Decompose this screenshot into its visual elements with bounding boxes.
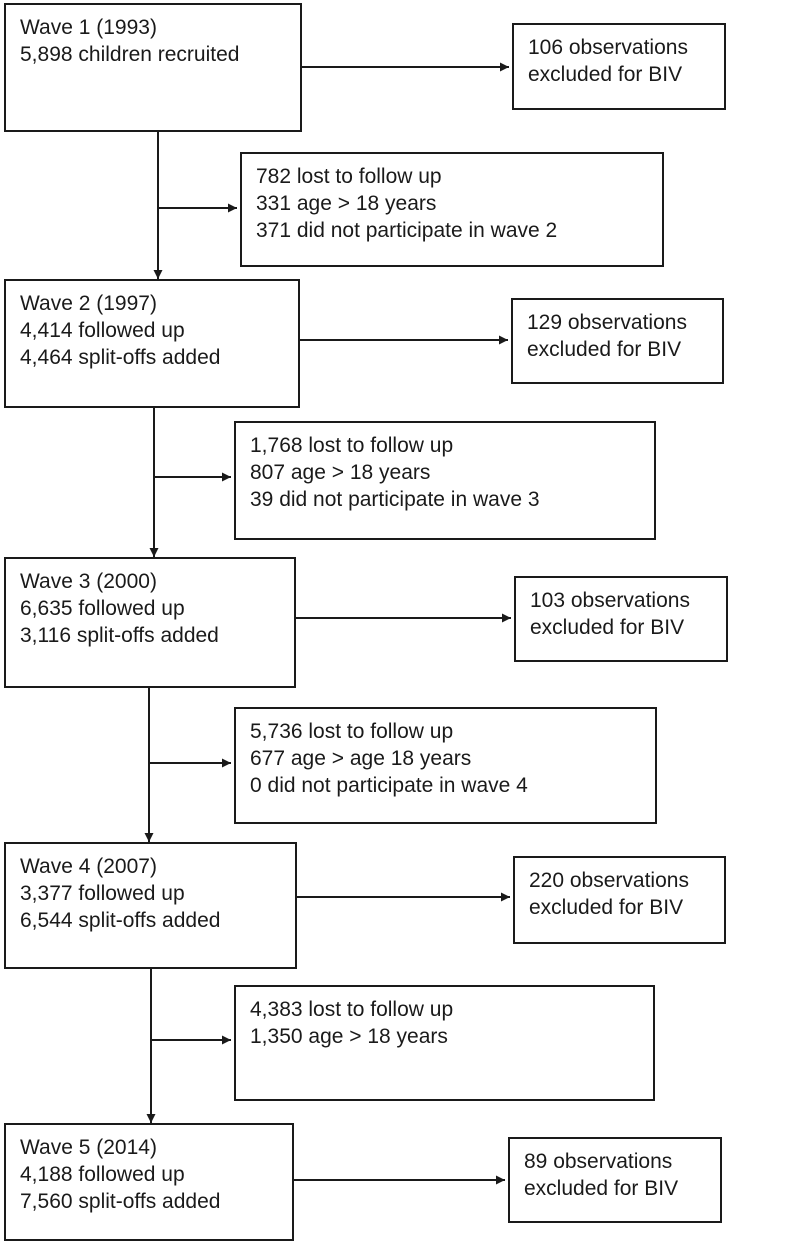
exclusion-5-reason: excluded for BIV — [524, 1177, 679, 1200]
wave-3-split-offs: 3,116 split-offs added — [20, 624, 219, 647]
loss-2-box: 1,768 lost to follow up 807 age > 18 yea… — [234, 421, 656, 540]
exclusion-2-count: 129 observations — [527, 311, 687, 334]
loss-4-age: 1,350 age > 18 years — [250, 1025, 448, 1048]
exclusion-2-reason: excluded for BIV — [527, 338, 682, 361]
wave-2-split-offs: 4,464 split-offs added — [20, 346, 221, 369]
exclusion-4-reason: excluded for BIV — [529, 896, 684, 919]
loss-3-lost: 5,736 lost to follow up — [250, 720, 454, 743]
loss-3-age: 677 age > age 18 years — [250, 747, 472, 770]
exclusion-4-box: 220 observations excluded for BIV — [513, 856, 726, 944]
loss-4-box: 4,383 lost to follow up 1,350 age > 18 y… — [234, 985, 655, 1101]
wave-5-followed-up: 4,188 followed up — [20, 1163, 185, 1186]
wave-1-box: Wave 1 (1993) 5,898 children recruited — [4, 3, 302, 132]
wave-2-title: Wave 2 (1997) — [20, 292, 157, 315]
exclusion-3-count: 103 observations — [530, 589, 690, 612]
loss-1-box: 782 lost to follow up 331 age > 18 years… — [240, 152, 664, 267]
loss-4-lost: 4,383 lost to follow up — [250, 998, 454, 1021]
wave-3-followed-up: 6,635 followed up — [20, 597, 185, 620]
wave-5-split-offs: 7,560 split-offs added — [20, 1190, 221, 1213]
wave-2-box: Wave 2 (1997) 4,414 followed up 4,464 sp… — [4, 279, 300, 408]
loss-3-box: 5,736 lost to follow up 677 age > age 18… — [234, 707, 657, 824]
wave-4-box: Wave 4 (2007) 3,377 followed up 6,544 sp… — [4, 842, 297, 969]
exclusion-2-box: 129 observations excluded for BIV — [511, 298, 724, 384]
loss-2-lost: 1,768 lost to follow up — [250, 434, 454, 457]
wave-4-followed-up: 3,377 followed up — [20, 882, 185, 905]
exclusion-1-reason: excluded for BIV — [528, 63, 683, 86]
wave-3-title: Wave 3 (2000) — [20, 570, 157, 593]
loss-3-no-participation: 0 did not participate in wave 4 — [250, 774, 528, 797]
wave-2-followed-up: 4,414 followed up — [20, 319, 185, 342]
exclusion-1-count: 106 observations — [528, 36, 688, 59]
wave-4-split-offs: 6,544 split-offs added — [20, 909, 221, 932]
exclusion-3-box: 103 observations excluded for BIV — [514, 576, 728, 662]
loss-2-no-participation: 39 did not participate in wave 3 — [250, 488, 540, 511]
exclusion-5-box: 89 observations excluded for BIV — [508, 1137, 722, 1223]
wave-5-box: Wave 5 (2014) 4,188 followed up 7,560 sp… — [4, 1123, 294, 1241]
exclusion-3-reason: excluded for BIV — [530, 616, 685, 639]
wave-1-count: 5,898 children recruited — [20, 43, 240, 66]
wave-5-title: Wave 5 (2014) — [20, 1136, 157, 1159]
exclusion-4-count: 220 observations — [529, 869, 689, 892]
wave-3-box: Wave 3 (2000) 6,635 followed up 3,116 sp… — [4, 557, 296, 688]
loss-1-lost: 782 lost to follow up — [256, 165, 442, 188]
loss-1-age: 331 age > 18 years — [256, 192, 437, 215]
wave-4-title: Wave 4 (2007) — [20, 855, 157, 878]
wave-1-title: Wave 1 (1993) — [20, 16, 157, 39]
exclusion-1-box: 106 observations excluded for BIV — [512, 23, 726, 110]
loss-2-age: 807 age > 18 years — [250, 461, 431, 484]
loss-1-no-participation: 371 did not participate in wave 2 — [256, 219, 558, 242]
exclusion-5-count: 89 observations — [524, 1150, 673, 1173]
